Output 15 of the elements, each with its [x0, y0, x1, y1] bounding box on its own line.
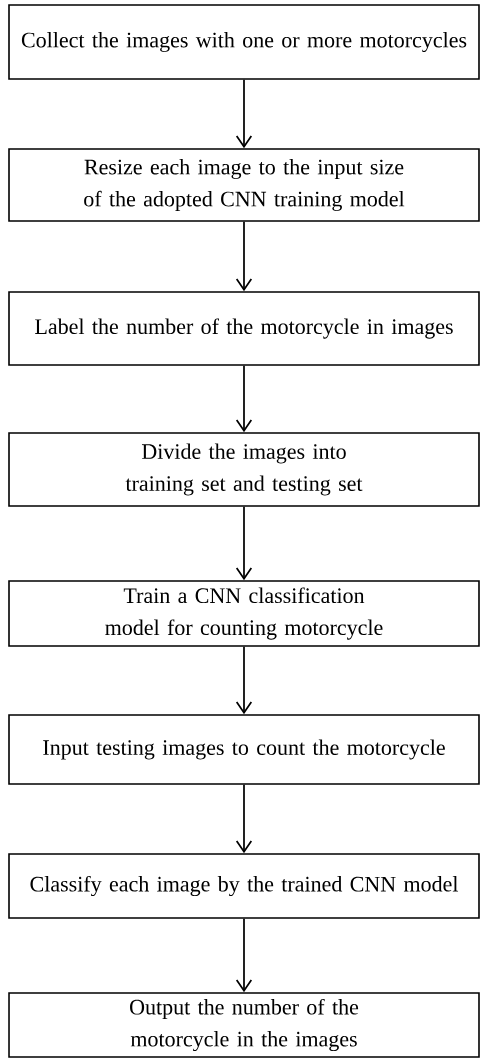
process-box: Label the number of the motorcycle in images [8, 291, 480, 366]
arrow [235, 783, 253, 854]
arrow [235, 220, 253, 292]
process-box: Resize each image to the input size of the adopted CNN training model [8, 148, 480, 222]
arrow [235, 78, 253, 149]
arrow [235, 645, 253, 715]
process-box: Collect the images with one or more motorcycles [8, 4, 480, 80]
arrow [235, 917, 253, 993]
process-box: Classify each image by the trained CNN model [8, 853, 480, 919]
process-box: Input testing images to count the motorcycle [8, 714, 480, 785]
process-box: Output the number of the motorcycle in the images [8, 992, 480, 1058]
process-box: Divide the images into training set and testing set [8, 432, 480, 507]
arrow [235, 505, 253, 581]
arrow [235, 364, 253, 433]
process-box: Train a CNN classification model for counting motorcycle [8, 580, 480, 647]
